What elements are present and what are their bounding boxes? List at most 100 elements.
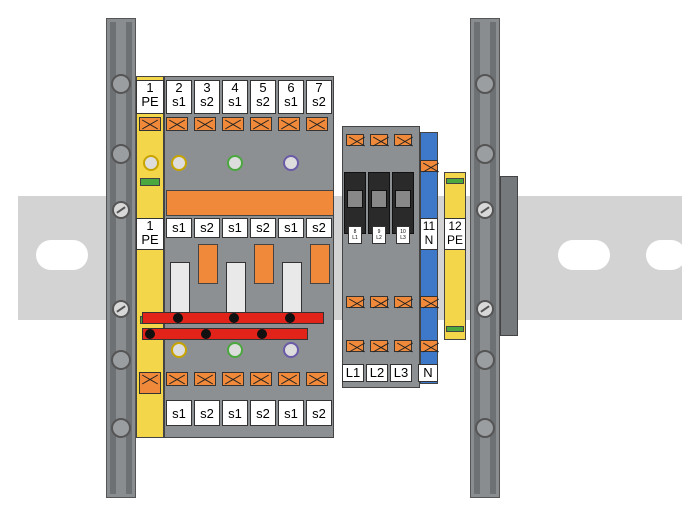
release-lever bbox=[306, 372, 328, 386]
marker-label: s1 bbox=[166, 218, 192, 238]
bracket-stripe bbox=[126, 22, 132, 494]
phase-label: L2 bbox=[366, 364, 388, 382]
test-socket bbox=[227, 342, 243, 358]
marker-label: s1 bbox=[222, 218, 248, 238]
orange-lever-body bbox=[310, 244, 330, 284]
release-lever bbox=[278, 117, 300, 131]
bridge-pin bbox=[201, 329, 211, 339]
bracket-ring bbox=[475, 74, 495, 94]
bridge-pin bbox=[285, 313, 295, 323]
fuse-holder-cap bbox=[371, 190, 387, 208]
marker-label: s1 bbox=[278, 400, 304, 426]
release-lever bbox=[250, 117, 272, 131]
rail-slot bbox=[36, 240, 88, 270]
neutral-terminal bbox=[420, 132, 438, 384]
bracket-stripe bbox=[474, 22, 480, 494]
marker-label: s2 bbox=[250, 400, 276, 426]
release-lever bbox=[420, 160, 438, 172]
orange-lever-body bbox=[254, 244, 274, 284]
bracket-ring bbox=[475, 418, 495, 438]
release-lever bbox=[166, 372, 188, 386]
screw-icon bbox=[476, 201, 494, 219]
release-lever bbox=[194, 372, 216, 386]
bridge-pin bbox=[229, 313, 239, 323]
bracket-stripe bbox=[490, 22, 496, 494]
bridge-pin bbox=[173, 313, 183, 323]
marker-label: s2 bbox=[306, 400, 332, 426]
release-lever bbox=[222, 372, 244, 386]
screw-icon bbox=[112, 300, 130, 318]
release-lever bbox=[370, 296, 388, 308]
release-lever bbox=[194, 117, 216, 131]
test-socket bbox=[143, 155, 159, 171]
release-lever bbox=[346, 340, 364, 352]
release-lever bbox=[394, 134, 412, 146]
test-socket bbox=[283, 155, 299, 171]
release-lever bbox=[306, 117, 328, 131]
release-lever bbox=[394, 340, 412, 352]
marker-label: s1 bbox=[222, 400, 248, 426]
red-jumper-bridge bbox=[142, 328, 308, 340]
marker-label: s1 bbox=[278, 218, 304, 238]
release-lever bbox=[346, 134, 364, 146]
release-lever bbox=[278, 372, 300, 386]
marker-label: s2 bbox=[306, 218, 332, 238]
marker-label: s2 bbox=[194, 400, 220, 426]
rail-slot bbox=[646, 240, 686, 270]
pe-green-stripe bbox=[140, 178, 160, 186]
bridge-pin bbox=[257, 329, 267, 339]
bracket-ring bbox=[475, 144, 495, 164]
test-socket bbox=[283, 342, 299, 358]
release-lever bbox=[346, 296, 364, 308]
end-clamp bbox=[500, 176, 518, 336]
marker-label: s1 bbox=[166, 400, 192, 426]
fuse-holder-cap bbox=[395, 190, 411, 208]
fuse-holder-cap bbox=[347, 190, 363, 208]
release-lever bbox=[370, 134, 388, 146]
marker-label: s2 bbox=[250, 218, 276, 238]
release-lever bbox=[420, 340, 438, 352]
release-lever bbox=[139, 117, 161, 131]
release-lever bbox=[420, 296, 438, 308]
release-lever bbox=[250, 372, 272, 386]
bracket-stripe bbox=[110, 22, 116, 494]
phase-label: L1 bbox=[342, 364, 364, 382]
bracket-ring bbox=[111, 350, 131, 370]
pe-terminal-right bbox=[444, 172, 466, 340]
pe-green-stripe bbox=[446, 178, 464, 184]
release-lever bbox=[139, 372, 161, 394]
test-socket bbox=[171, 342, 187, 358]
screw-icon bbox=[476, 300, 494, 318]
bracket-ring bbox=[111, 74, 131, 94]
release-lever bbox=[166, 117, 188, 131]
test-socket bbox=[171, 155, 187, 171]
bracket-ring bbox=[111, 144, 131, 164]
phase-label: L3 bbox=[390, 364, 412, 382]
screw-icon bbox=[112, 201, 130, 219]
phase-label: N bbox=[418, 364, 438, 382]
release-lever bbox=[394, 296, 412, 308]
orange-bridge-band bbox=[166, 190, 334, 216]
bracket-ring bbox=[111, 418, 131, 438]
test-socket bbox=[227, 155, 243, 171]
pe-green-stripe bbox=[446, 326, 464, 332]
marker-label: s2 bbox=[194, 218, 220, 238]
release-lever bbox=[222, 117, 244, 131]
rail-slot bbox=[558, 240, 610, 270]
bridge-pin bbox=[145, 329, 155, 339]
release-lever bbox=[370, 340, 388, 352]
